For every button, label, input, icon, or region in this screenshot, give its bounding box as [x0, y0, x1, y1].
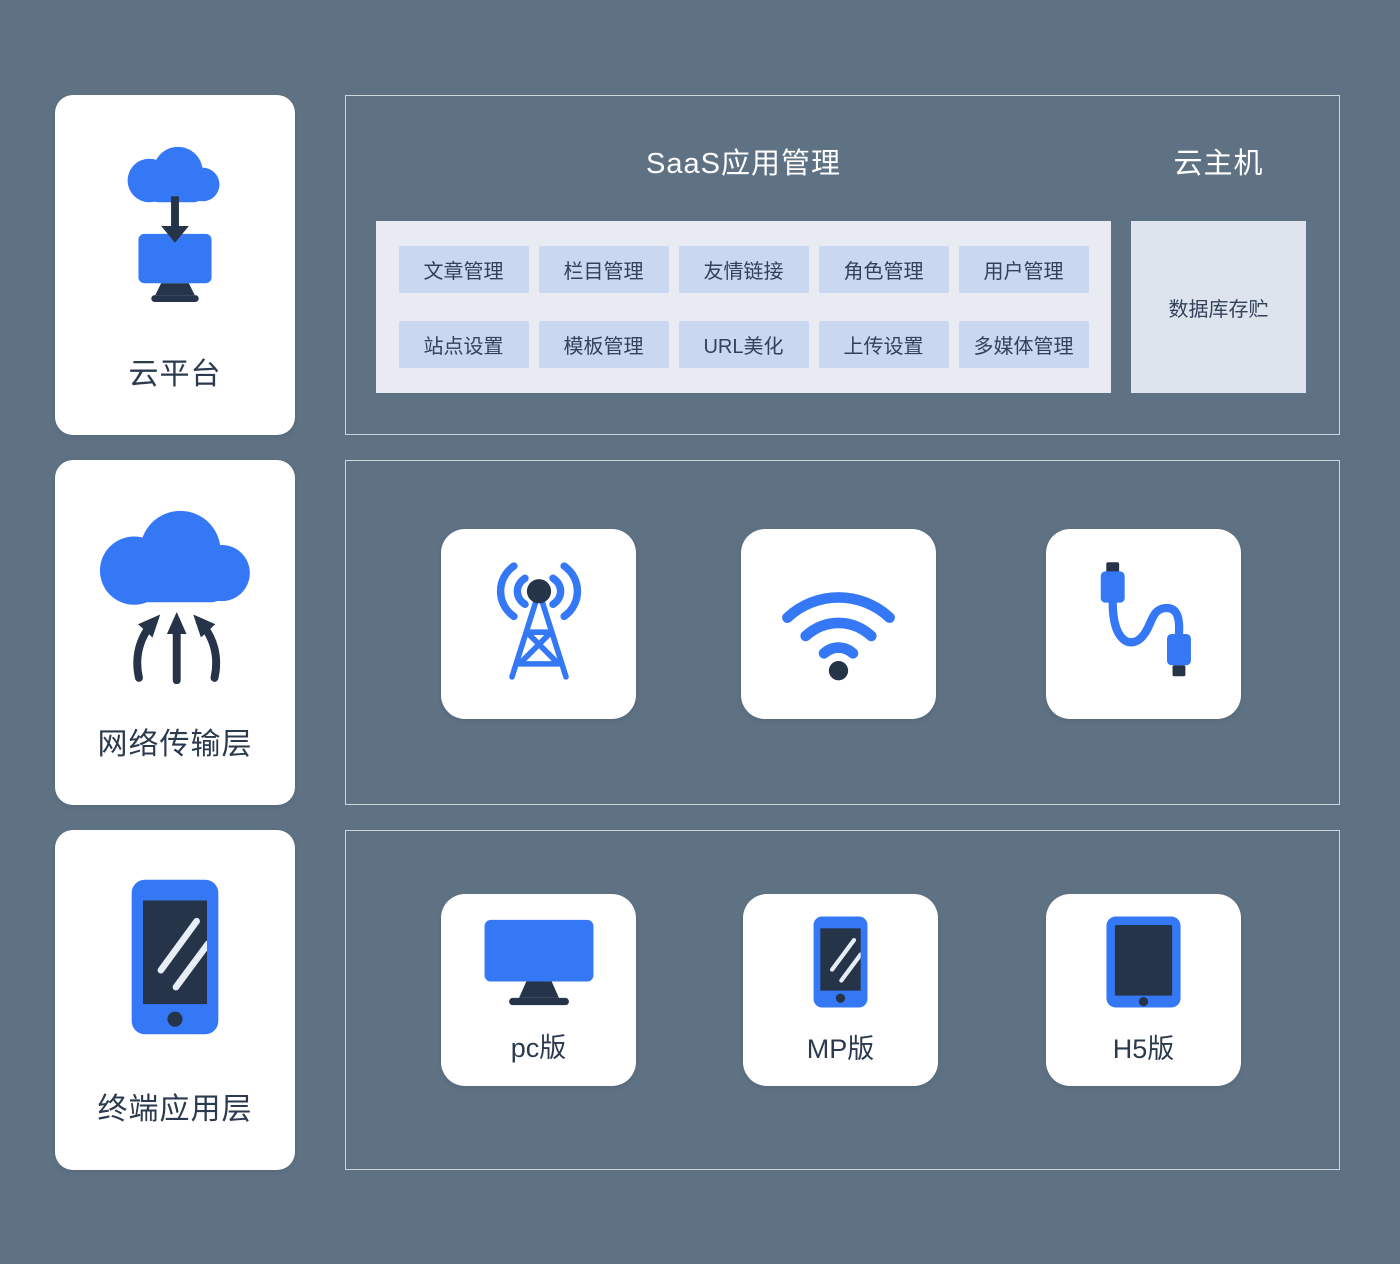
cloud-platform-card: 云平台 [55, 95, 295, 435]
cloud-host-title: 云主机 [1173, 148, 1264, 180]
saas-feature-chip: 模板管理 [538, 321, 669, 368]
network-section [345, 460, 1340, 805]
desktop-monitor-icon [480, 916, 598, 1014]
pc-version-label: pc版 [510, 1032, 567, 1063]
terminal-layer-card: 终端应用层 [55, 830, 295, 1170]
saas-feature-chip: 用户管理 [958, 246, 1089, 293]
wifi-icon [766, 554, 911, 694]
saas-feature-chip: 上传设置 [818, 321, 949, 368]
cloud-download-monitor-icon [105, 95, 245, 349]
terminal-layer-label: 终端应用层 [97, 1093, 253, 1126]
cloud-platform-label: 云平台 [128, 358, 222, 391]
h5-version-label: H5版 [1112, 1034, 1175, 1064]
wifi-tile [741, 529, 936, 719]
pc-version-tile: pc版 [441, 894, 636, 1086]
network-layer-label: 网络传输层 [97, 728, 253, 761]
tablet-icon [1103, 914, 1184, 1015]
saas-feature-chip: 站点设置 [398, 321, 529, 368]
saas-management-title: SaaS应用管理 [646, 148, 841, 180]
saas-feature-chip: 角色管理 [818, 246, 949, 293]
mp-version-tile: MP版 [743, 894, 938, 1086]
mp-version-label: MP版 [806, 1034, 875, 1064]
antenna-tile [441, 529, 636, 719]
database-storage-label: 数据库存贮 [1168, 298, 1269, 321]
cloud-upload-arrows-icon [78, 460, 273, 719]
smartphone-icon [123, 830, 227, 1084]
saas-feature-chip: 文章管理 [398, 246, 529, 293]
antenna-tower-icon [469, 554, 609, 694]
saas-feature-chip: 栏目管理 [538, 246, 669, 293]
database-storage-box: 数据库存贮 [1131, 221, 1306, 393]
saas-feature-chip: 友情链接 [678, 246, 809, 293]
saas-feature-chip: URL美化 [678, 321, 809, 368]
usb-cable-icon [1075, 553, 1213, 696]
usb-cable-tile [1046, 529, 1241, 719]
saas-section: SaaS应用管理 云主机 文章管理 栏目管理 友情链接 角色管理 用户管理 站点… [345, 95, 1340, 435]
saas-feature-chip: 多媒体管理 [958, 321, 1089, 368]
network-layer-card: 网络传输层 [55, 460, 295, 805]
saas-feature-panel: 文章管理 栏目管理 友情链接 角色管理 用户管理 站点设置 模板管理 URL美化… [376, 221, 1111, 393]
h5-version-tile: H5版 [1046, 894, 1241, 1086]
smartphone-icon [810, 914, 871, 1015]
terminal-section: pc版 MP版 H5版 [345, 830, 1340, 1170]
